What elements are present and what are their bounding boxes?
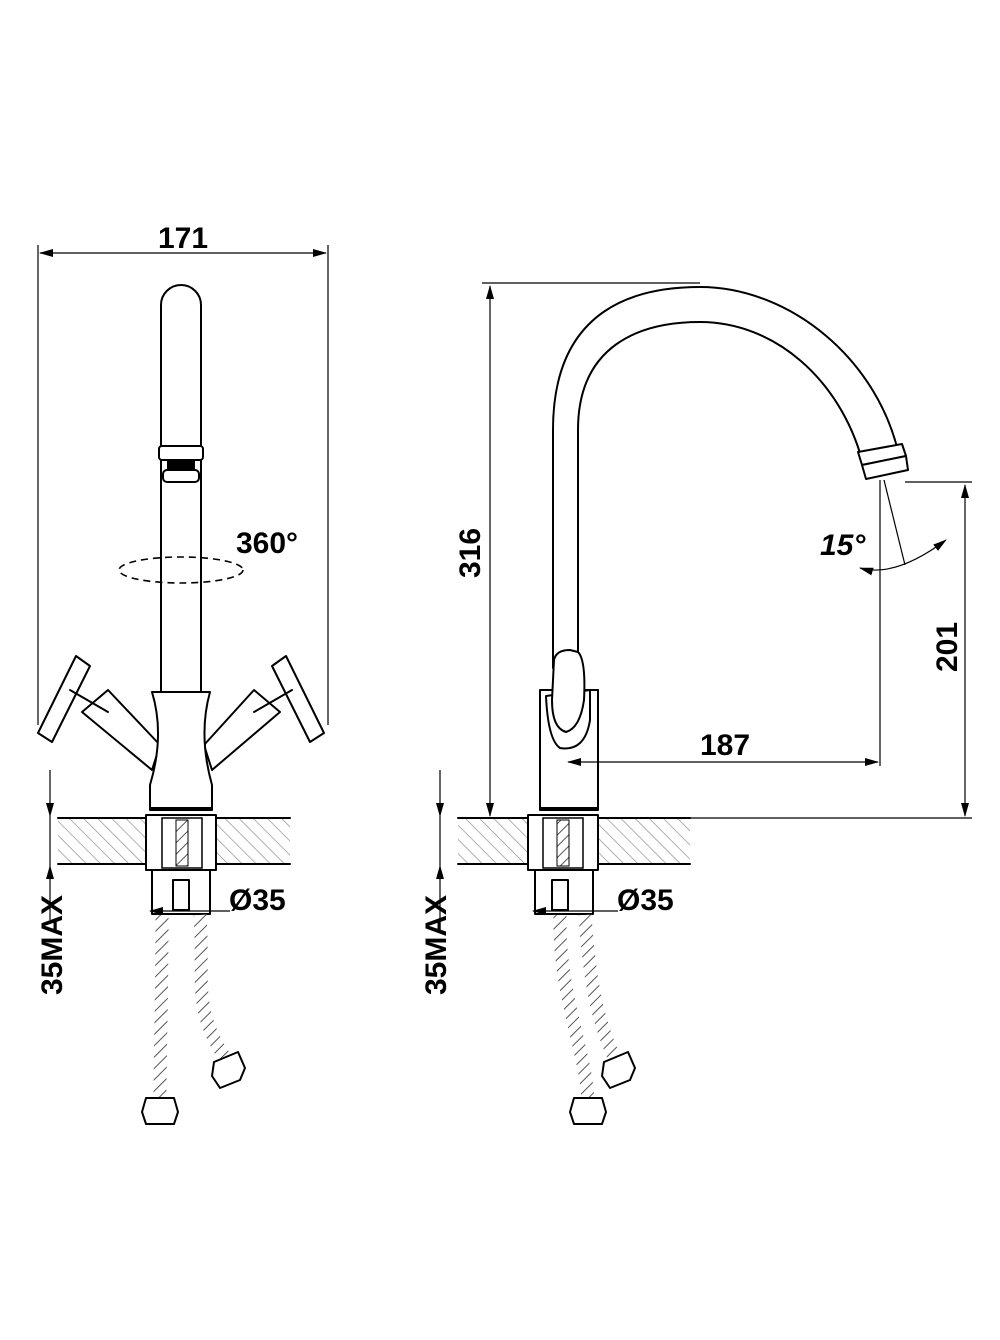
front-view: 171 360°: [36, 222, 329, 1125]
front-countertop: [57, 814, 291, 871]
side-countertop: [457, 814, 972, 871]
swivel-angle-label: 360°: [236, 527, 298, 560]
side-hole-diameter-label: Ø35: [617, 884, 674, 917]
thickness-label: 35MAX: [36, 895, 69, 995]
tilt-angle-label: 15°: [820, 529, 866, 562]
side-hoses: [553, 914, 636, 1125]
hole-diameter-label: Ø35: [229, 884, 286, 917]
height-dim-label: 316: [454, 528, 487, 578]
side-view: 316 15° 201: [420, 282, 972, 1125]
height-dimension: 316: [454, 282, 700, 817]
width-dimension: 171: [37, 222, 329, 725]
reach-dimension: 187: [567, 729, 879, 766]
side-fixing: Ø35: [532, 869, 674, 917]
front-body: [37, 655, 325, 811]
swivel-indicator: 360°: [118, 527, 298, 584]
width-dim-label: 171: [158, 222, 208, 255]
aerator-height-label: 201: [931, 622, 964, 672]
side-body: [539, 649, 599, 811]
front-hoses: [141, 914, 246, 1125]
front-fixing: Ø35: [149, 869, 286, 917]
side-thickness-dimension: 35MAX: [420, 770, 453, 995]
front-spout: [158, 284, 204, 693]
side-thickness-label: 35MAX: [420, 895, 453, 995]
side-spout: [552, 286, 909, 669]
aerator-height-dimension: 201: [905, 481, 972, 817]
reach-label: 187: [700, 729, 750, 762]
front-thickness-dimension: 35MAX: [36, 770, 69, 995]
tilt-indicator: 15°: [820, 479, 947, 766]
